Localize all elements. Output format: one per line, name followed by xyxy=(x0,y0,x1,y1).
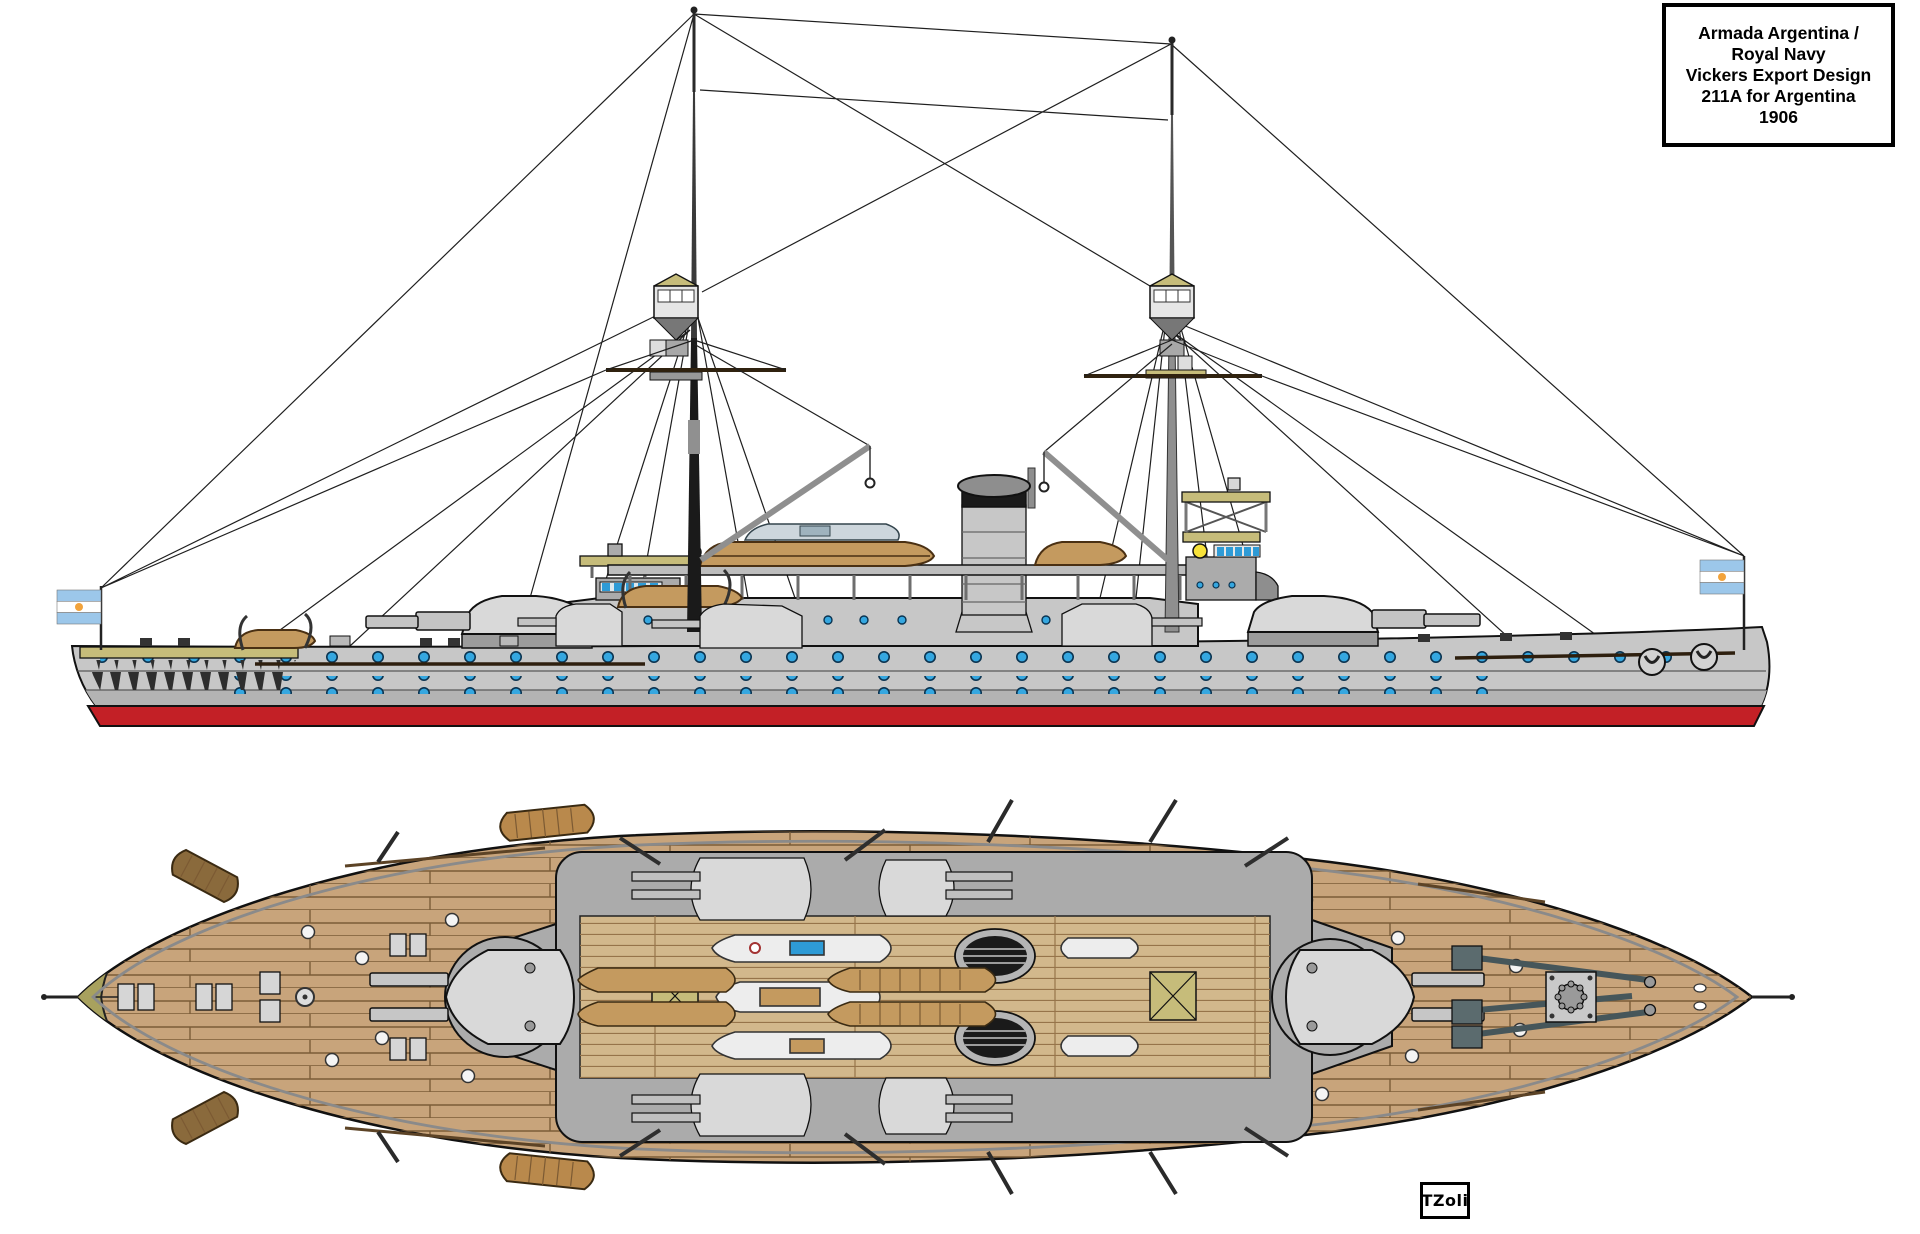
gun-barrel xyxy=(369,972,449,987)
fore-turret-plan xyxy=(1271,938,1485,1056)
top-plan-view xyxy=(41,798,1795,1196)
anchor xyxy=(1643,1003,1657,1017)
overhang-boats xyxy=(171,798,1178,1196)
boat-davits xyxy=(621,568,732,609)
quarterdeck-awning xyxy=(79,646,299,659)
superstructure-plan xyxy=(469,828,1393,1166)
gun-barrel xyxy=(1423,613,1481,627)
gun-barrel xyxy=(365,615,419,629)
stern-gallery-props xyxy=(86,660,296,690)
crane-hook xyxy=(1038,481,1050,493)
porthole-row-upper xyxy=(100,648,1745,666)
fore-main-turret xyxy=(1246,595,1481,647)
top-roof xyxy=(653,273,699,287)
title-line: Vickers Export Design xyxy=(1685,64,1872,85)
conning-tower xyxy=(1255,571,1279,601)
boat-davit-arms xyxy=(376,798,1178,1196)
waterway-line xyxy=(90,839,1740,1155)
derrick-boom xyxy=(1042,449,1170,563)
bow-gear xyxy=(1451,945,1707,1049)
aft-turret-plan xyxy=(369,936,576,1058)
foremast xyxy=(1038,36,1263,633)
top-searchlight xyxy=(649,339,667,357)
fore-bridge xyxy=(1181,477,1279,601)
title-line: 211A for Argentina xyxy=(1701,85,1856,106)
waterline-red-stripe xyxy=(86,705,1766,727)
qf-gun-barrels xyxy=(618,828,1290,1166)
crane-hook xyxy=(864,477,876,489)
searchlight-upper xyxy=(1227,477,1241,491)
top-roof xyxy=(1149,273,1195,287)
sun-of-may xyxy=(1718,573,1726,581)
boat-deck xyxy=(607,523,1193,609)
stowed-spars xyxy=(344,846,1546,1148)
title-line: Armada Argentina / xyxy=(1698,22,1859,43)
mainmast xyxy=(605,6,876,632)
rigging-lines xyxy=(100,13,1745,653)
gun-barrel xyxy=(369,1007,449,1022)
top-searchlight xyxy=(1177,355,1193,371)
title-line: Royal Navy xyxy=(1731,43,1826,64)
secondary-turrets xyxy=(517,603,1203,649)
funnel xyxy=(955,467,1036,633)
wood-launch xyxy=(698,541,936,567)
artist-signature: TZoli xyxy=(1420,1182,1470,1219)
derrick-boom xyxy=(699,443,872,563)
funnel-cap xyxy=(957,474,1031,498)
wood-boat-forward xyxy=(1033,541,1128,566)
torpedo-net-boom xyxy=(1454,651,1736,660)
signature-text: TZoli xyxy=(1421,1191,1469,1210)
stern-boat xyxy=(233,629,317,649)
side-profile-view xyxy=(56,6,1771,727)
boats-plan xyxy=(577,934,1139,1060)
title-box: Armada Argentina / Royal Navy Vickers Ex… xyxy=(1662,3,1895,147)
anchor xyxy=(1643,975,1657,989)
bow-flag xyxy=(1699,556,1746,650)
gun-barrel xyxy=(1411,972,1485,987)
deck-fittings-side xyxy=(140,612,1736,676)
sun-of-may xyxy=(75,603,83,611)
stern-davits xyxy=(238,612,313,651)
searchlight xyxy=(1192,543,1208,559)
title-line: 1906 xyxy=(1759,106,1798,127)
wing-turrets xyxy=(631,857,1013,1137)
porthole-row-lower xyxy=(214,676,1509,694)
stern-flag xyxy=(56,586,103,650)
